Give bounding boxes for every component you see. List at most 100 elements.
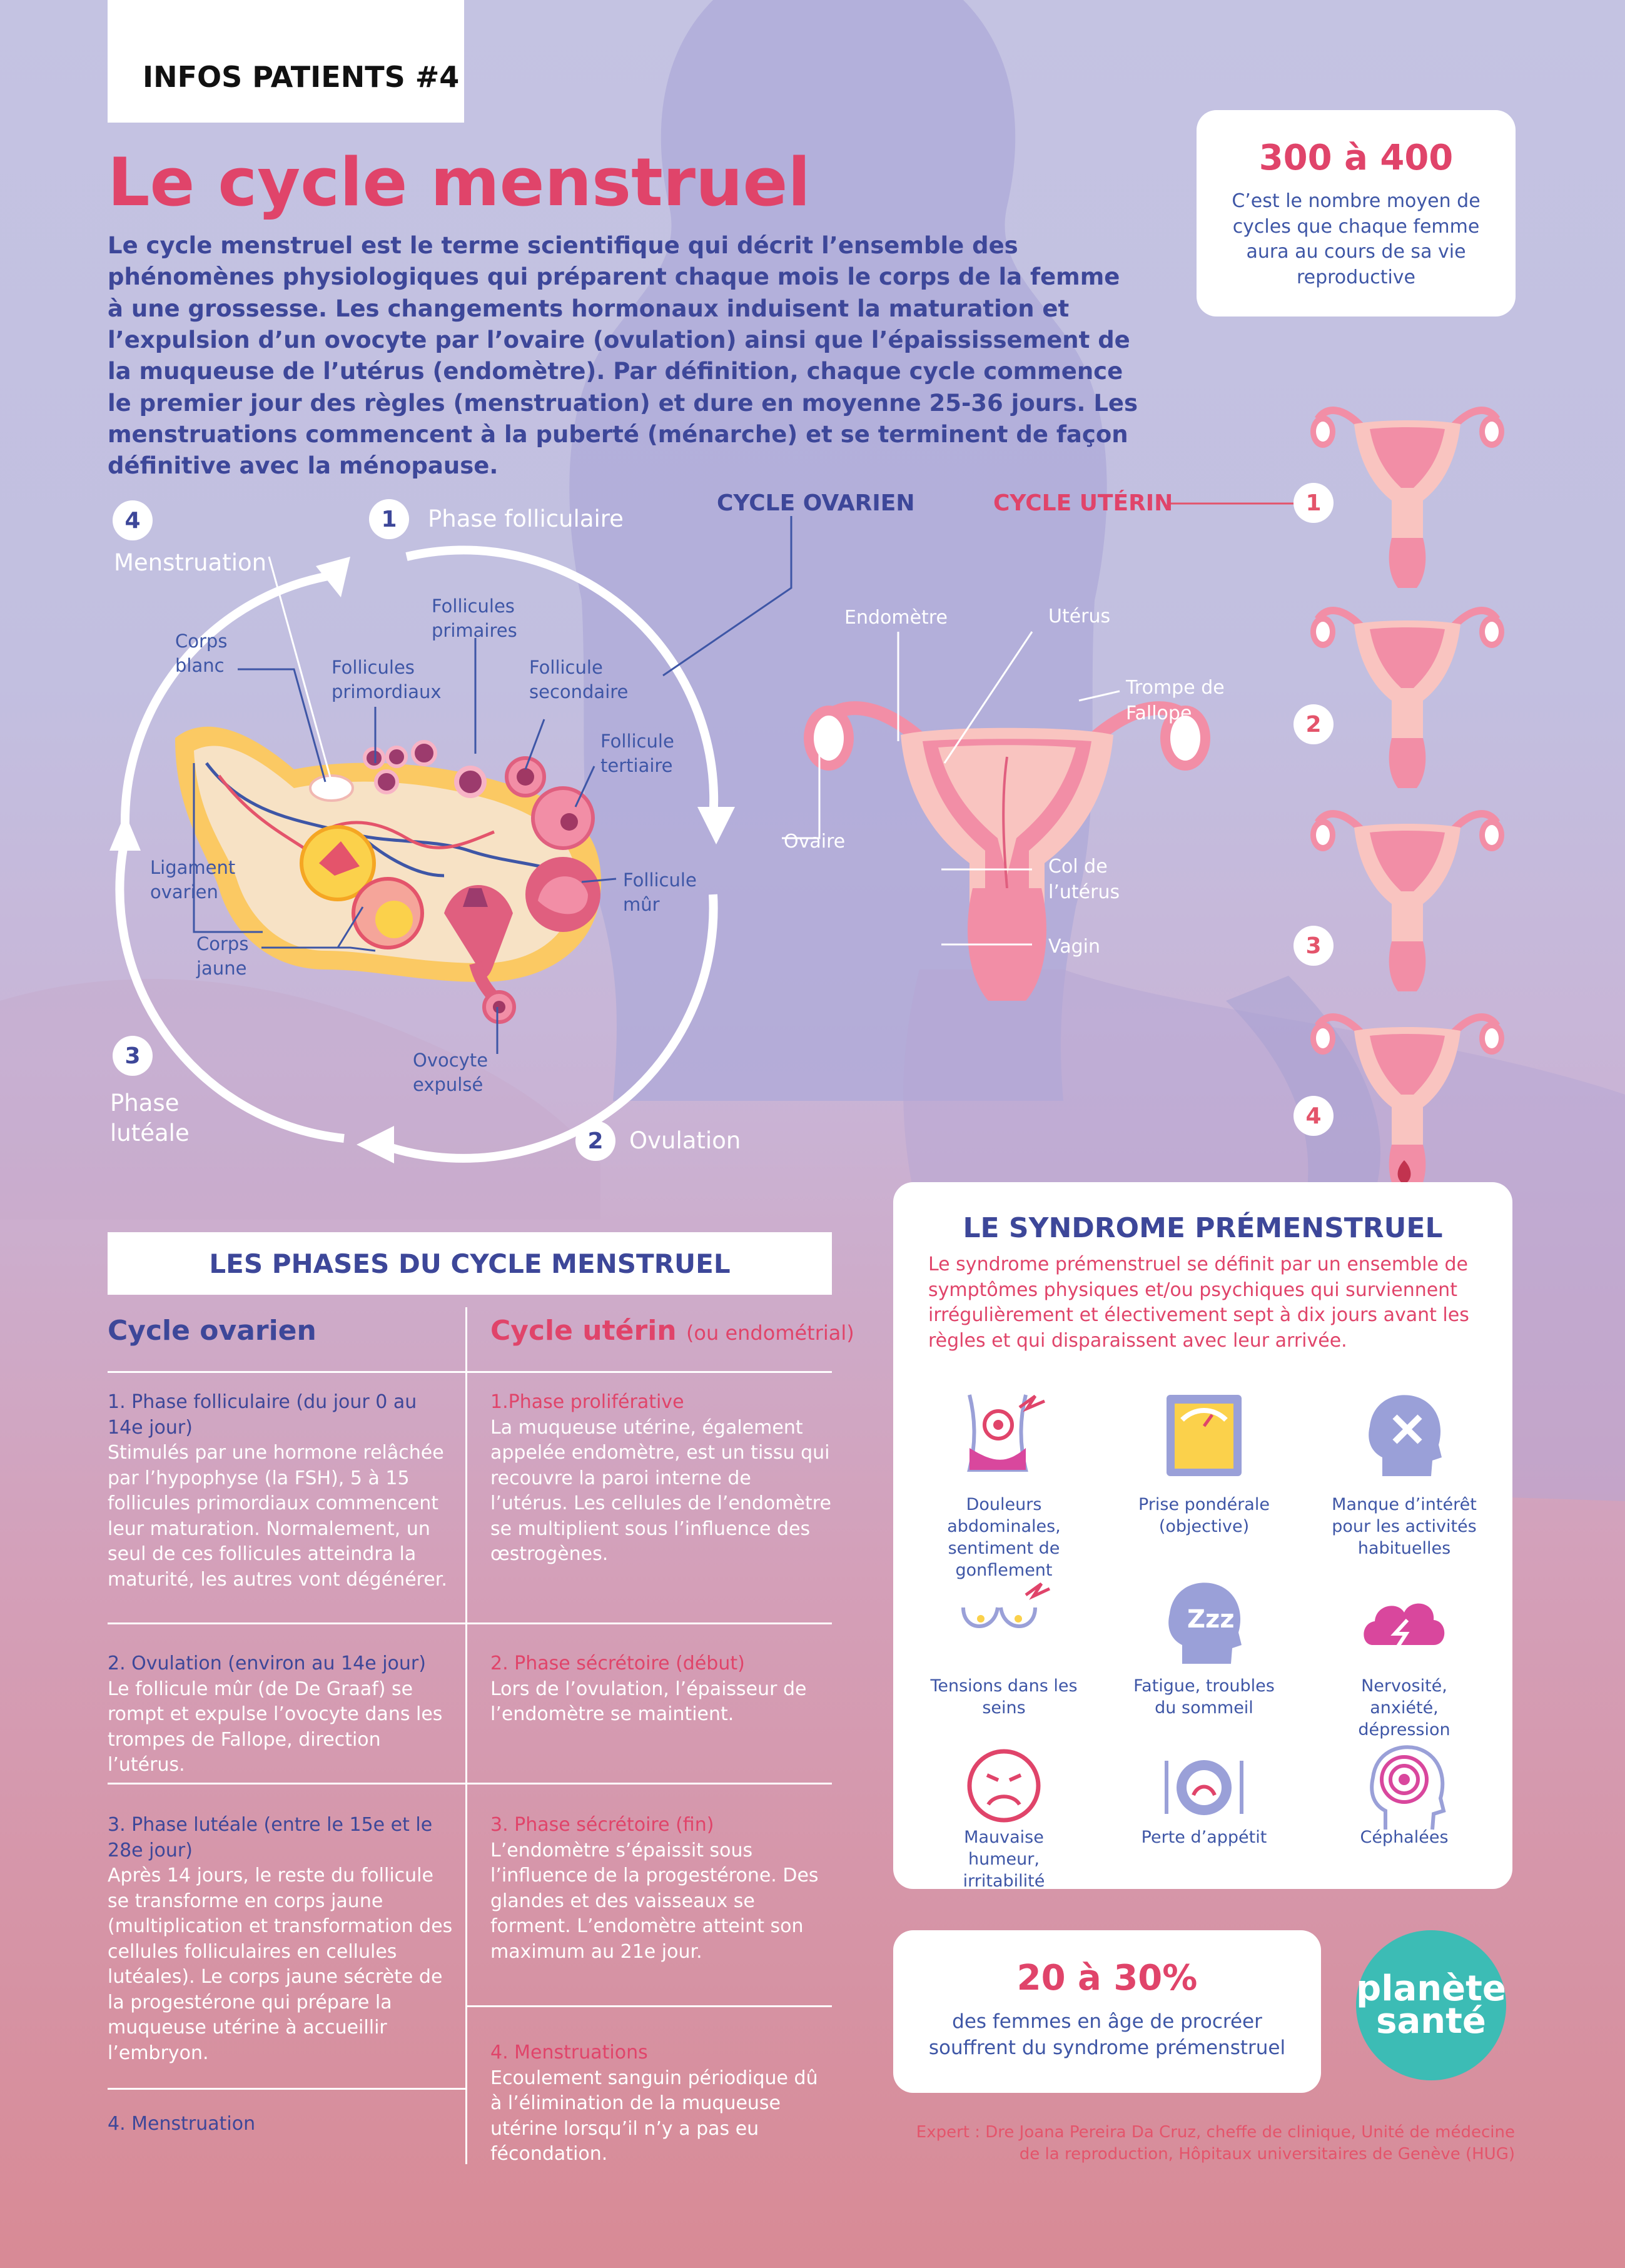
label-cycle-ovarien: CYCLE OVARIEN [717, 490, 915, 516]
stat-text: C’est le nombre moyen de cycles que chaq… [1232, 190, 1481, 288]
phase-number-1: 1 [369, 499, 409, 539]
page-title: Le cycle menstruel [108, 144, 811, 221]
uterin-row-1: 1.Phase proliférative La muqueuse utérin… [490, 1390, 832, 1567]
phase-number-4: 4 [113, 500, 153, 540]
table-row-divider [465, 2005, 832, 2007]
ovarien-row-3: 3. Phase lutéale (entre le 15e et le 28e… [108, 1813, 455, 2066]
pms-symptom-7: Mauvaise humeur, irritabilité [963, 1828, 1045, 1891]
pms-symptom-5: Fatigue, troubles du sommeil [1133, 1676, 1275, 1718]
label-corps-blanc: Corps blanc [175, 630, 228, 677]
uterine-step-1: 1 [1293, 483, 1334, 523]
expert-credit: Expert : Dre Joana Pereira Da Cruz, chef… [916, 2123, 1515, 2164]
ovarien-row-3-body: Après 14 jours, le reste du follicule se… [108, 1865, 453, 2064]
pms-card: LE SYNDROME PRÉMENSTRUEL Le syndrome pré… [893, 1182, 1512, 1891]
pms-symptom-2: Prise pondérale (objective) [1138, 1495, 1270, 1537]
ovarien-row-1-body: Stimulés par une hormone relâchée par l’… [108, 1442, 447, 1591]
phase-number-2: 2 [575, 1121, 615, 1161]
phase-label-luteale: Phase lutéale [110, 1090, 190, 1147]
label-ligament-ovarien: Ligament ovarien [150, 857, 236, 903]
label-endometre: Endomètre [844, 607, 948, 629]
ovarien-row-1-head: 1. Phase folliculaire (du jour 0 au 14e … [108, 1391, 417, 1439]
header-tag-box: INFOS PATIENTS #4 [108, 0, 464, 123]
svg-text:Zzz: Zzz [1187, 1605, 1235, 1634]
stat-card-lifetime-cycles: 300 à 400 C’est le nombre moyen de cycle… [1197, 110, 1516, 316]
uterine-step-2: 2 [1293, 704, 1334, 744]
uterin-row-2-body: Lors de l’ovulation, l’épaisseur de l’en… [490, 1678, 807, 1726]
label-follicules-primordiaux: Follicules primordiaux [332, 657, 442, 703]
pms-symptom-4: Tensions dans les seins [930, 1676, 1078, 1718]
stat-value: 300 à 400 [1258, 138, 1454, 178]
ovary-illustration [175, 726, 602, 1024]
label-uterus: Utérus [1048, 605, 1111, 627]
breast-pain-icon [961, 1582, 1051, 1628]
pms-symptom-6: Nervosité, anxiété, dépression [1358, 1676, 1450, 1740]
uterin-row-4: 4. Menstruations Ecoulement sanguin péri… [490, 2040, 832, 2167]
uterus-illustration [804, 701, 1210, 1001]
ovarien-row-4-head: 4. Menstruation [108, 2113, 256, 2135]
phase-label-folliculaire: Phase folliculaire [428, 505, 624, 532]
stat-card-pms: 20 à 30% des femmes en âge de procréer s… [893, 1930, 1321, 2093]
label-trompe: Trompe de Fallope [1126, 677, 1225, 724]
cycle-arrows [109, 545, 735, 1163]
pms-symptom-8: Perte d’appétit [1141, 1828, 1267, 1847]
label-vagin: Vagin [1048, 936, 1100, 958]
uterine-stages [1307, 375, 1520, 1188]
storm-cloud-icon [1364, 1603, 1445, 1648]
pms-symptom-9: Céphalées [1360, 1828, 1449, 1847]
col-title-ovarien: Cycle ovarien [108, 1315, 316, 1347]
ovarien-row-2-body: Le follicule mûr (de De Graaf) se rompt … [108, 1678, 443, 1776]
uterin-row-3-head: 3. Phase sécrétoire (fin) [490, 1814, 714, 1836]
uterin-row-3: 3. Phase sécrétoire (fin) L’endomètre s’… [490, 1813, 832, 1965]
stat2-text: des femmes en âge de procréer souffrent … [928, 2010, 1286, 2059]
pms-symptom-1: Douleurs abdominales, sentiment de gonfl… [947, 1495, 1061, 1581]
pms-symptom-3: Manque d’intérêt pour les activités habi… [1332, 1495, 1477, 1559]
label-corps-jaune: Corps jaune [196, 933, 249, 980]
table-row-divider [108, 1371, 832, 1373]
ovarien-row-2-head: 2. Ovulation (environ au 14e jour) [108, 1653, 426, 1674]
uterin-row-3-body: L’endomètre s’épaissit sous l’influence … [490, 1839, 819, 1963]
table-row-divider [108, 2088, 465, 2090]
col-title-uterin-sub: (ou endométrial) [686, 1321, 854, 1345]
planete-sante-logo: planète santé [1356, 1930, 1506, 2080]
uterine-step-4: 4 [1293, 1096, 1334, 1136]
plate-icon [1165, 1760, 1243, 1815]
logo-line-2: santé [1376, 2001, 1486, 2042]
uterine-step-3: 3 [1293, 926, 1334, 966]
phase-label-ovulation: Ovulation [629, 1127, 741, 1154]
uterin-row-2: 2. Phase sécrétoire (début) Lors de l’ov… [490, 1651, 832, 1728]
label-cycle-uterin: CYCLE UTÉRIN [993, 490, 1173, 516]
angry-face-icon [967, 1749, 1041, 1823]
phase-label-menstruation: Menstruation [114, 549, 267, 576]
uterin-row-4-head: 4. Menstruations [490, 2042, 648, 2063]
uterin-row-2-head: 2. Phase sécrétoire (début) [490, 1653, 745, 1674]
ovarien-row-1: 1. Phase folliculaire (du jour 0 au 14e … [108, 1390, 455, 1592]
ovarien-row-4: 4. Menstruation [108, 2112, 455, 2137]
label-ovocyte-expulse: Ovocyte expulsé [413, 1050, 489, 1096]
label-follicules-primaires: Follicules primaires [432, 595, 517, 642]
label-col: Col de l’utérus [1048, 856, 1120, 903]
pms-title: LE SYNDROME PRÉMENSTRUEL [963, 1212, 1443, 1244]
ovarien-row-3-head: 3. Phase lutéale (entre le 15e et le 28e… [108, 1814, 433, 1861]
logo-line-1: planète [1356, 1968, 1506, 2009]
label-follicule-mur: Follicule mûr [623, 869, 697, 916]
label-follicule-tertiaire: Follicule tertiaire [600, 731, 674, 777]
table-column-divider [465, 1307, 467, 2164]
head-zzz-icon: Zzz [1168, 1582, 1242, 1664]
header-tag: INFOS PATIENTS #4 [143, 60, 460, 94]
pms-intro: Le syndrome prémenstruel se définit par … [928, 1253, 1469, 1352]
table-row-divider [108, 1783, 832, 1785]
uterin-row-1-body: La muqueuse utérine, également appelée e… [490, 1416, 831, 1566]
uterin-row-4-body: Ecoulement sanguin périodique dû à l’éli… [490, 2067, 818, 2165]
intro-text: Le cycle menstruel est le terme scientif… [108, 232, 1138, 480]
col-title-uterin: Cycle utérin (ou endométrial) [490, 1315, 854, 1347]
abdomen-pain-icon [967, 1394, 1045, 1472]
phases-table-header: LES PHASES DU CYCLE MENSTRUEL [108, 1232, 832, 1295]
head-x-icon [1369, 1395, 1442, 1476]
label-follicule-secondaire: Follicule secondaire [529, 657, 629, 703]
ovarien-row-2: 2. Ovulation (environ au 14e jour) Le fo… [108, 1651, 455, 1778]
col-title-uterin-main: Cycle utérin [490, 1315, 677, 1347]
table-row-divider [108, 1623, 832, 1624]
